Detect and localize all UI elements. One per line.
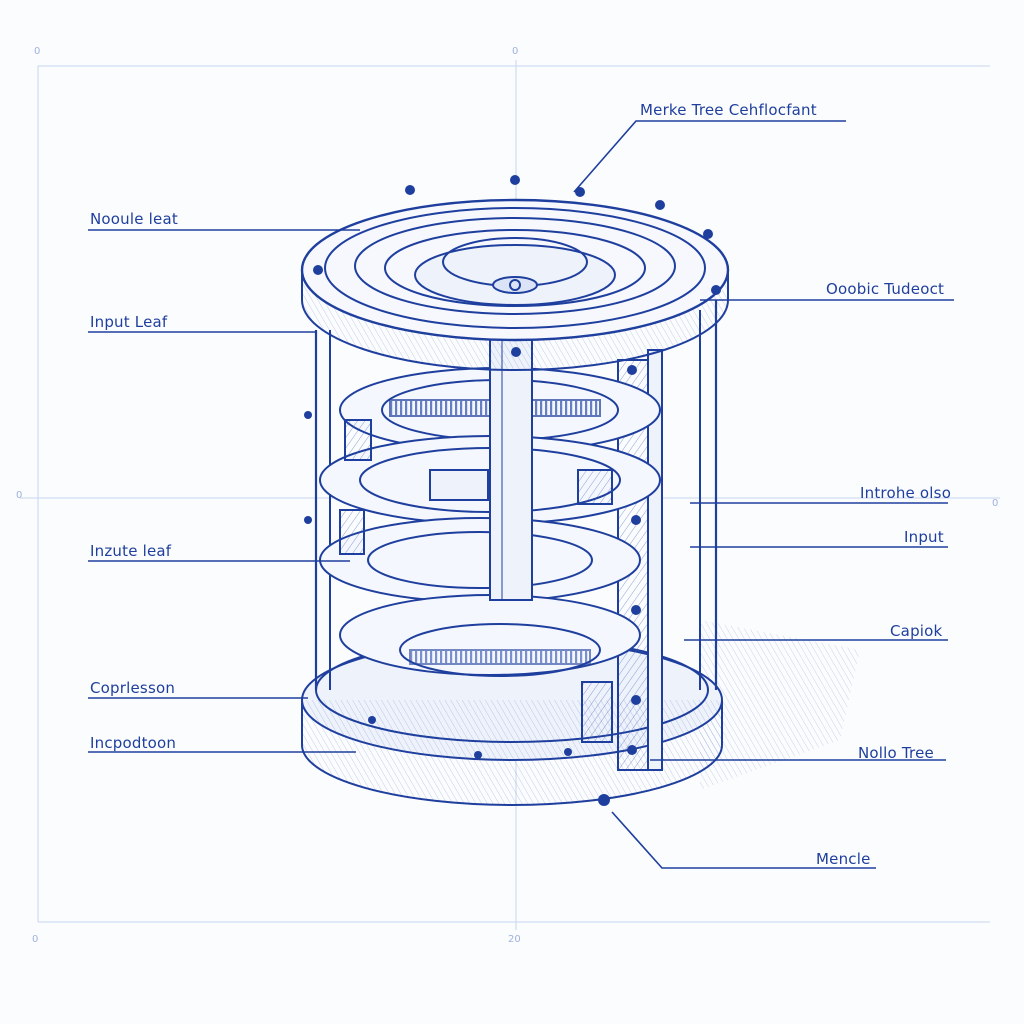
label-left-1: Nooule leat — [90, 210, 178, 228]
label-left-2: Input Leaf — [90, 313, 168, 331]
frame-mark-mid-left: 0 — [16, 490, 23, 501]
cylinder-shadow — [700, 620, 860, 790]
label-right-2: Introhe olso — [860, 484, 952, 502]
label-right-5: Nollo Tree — [858, 744, 934, 762]
frame-mark-top-mid: 0 — [512, 46, 519, 57]
label-bottom-right: Mencle — [816, 850, 871, 868]
label-left-5: Incpodtoon — [90, 734, 177, 752]
label-left-4: Coprlesson — [90, 679, 176, 697]
label-left-3: Inzute leaf — [90, 542, 172, 560]
frame-mark-top-left: 0 — [34, 46, 41, 57]
frame-mark-bottom-mid: 20 — [508, 934, 521, 945]
bolts — [304, 175, 721, 806]
cylinder-body — [300, 198, 730, 806]
label-right-4: Capiok — [890, 622, 943, 640]
leader-lines — [88, 120, 954, 869]
frame-mark-mid-right: 0 — [992, 498, 999, 509]
label-top-right: Merke Tree Cehflocfant — [640, 101, 817, 119]
label-right-3: Input — [904, 528, 944, 546]
label-right-1: Ooobic Tudeoct — [826, 280, 945, 298]
frame-mark-bottom-left: 0 — [32, 934, 39, 945]
